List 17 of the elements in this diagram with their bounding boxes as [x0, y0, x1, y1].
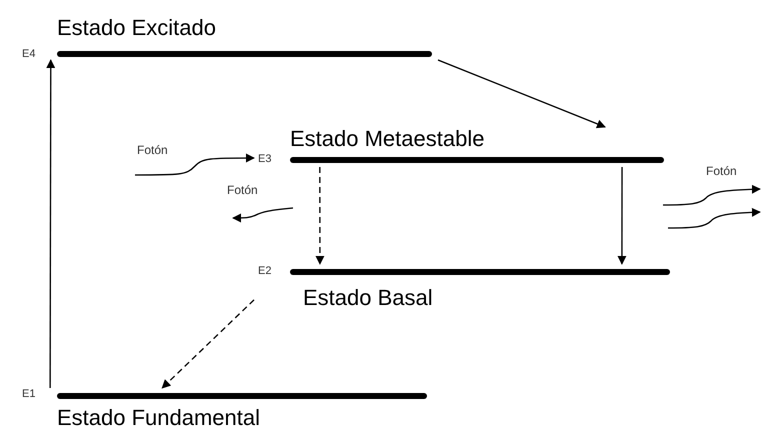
energy-state-name: Estado Metaestable [290, 127, 484, 151]
photon-label: Fotón [226, 184, 259, 197]
energy-state-name: Estado Fundamental [57, 406, 260, 430]
energy-level-label: E3 [258, 153, 272, 165]
energy-level-label: E2 [258, 265, 272, 277]
photon-arrow [135, 154, 255, 176]
transition-arrow [617, 167, 626, 265]
transition-arrow [162, 299, 254, 389]
energy-level-label: E4 [22, 48, 36, 60]
energy-state-name: Estado Excitado [57, 16, 216, 40]
energy-state-name: Estado Basal [303, 286, 433, 310]
transition-arrow [438, 59, 606, 128]
photon-label: Fotón [705, 165, 738, 178]
transition-arrow [46, 59, 56, 388]
energy-level-label: E1 [22, 388, 36, 400]
edge-label: Fotón [136, 144, 169, 157]
transition-arrow [315, 167, 324, 265]
